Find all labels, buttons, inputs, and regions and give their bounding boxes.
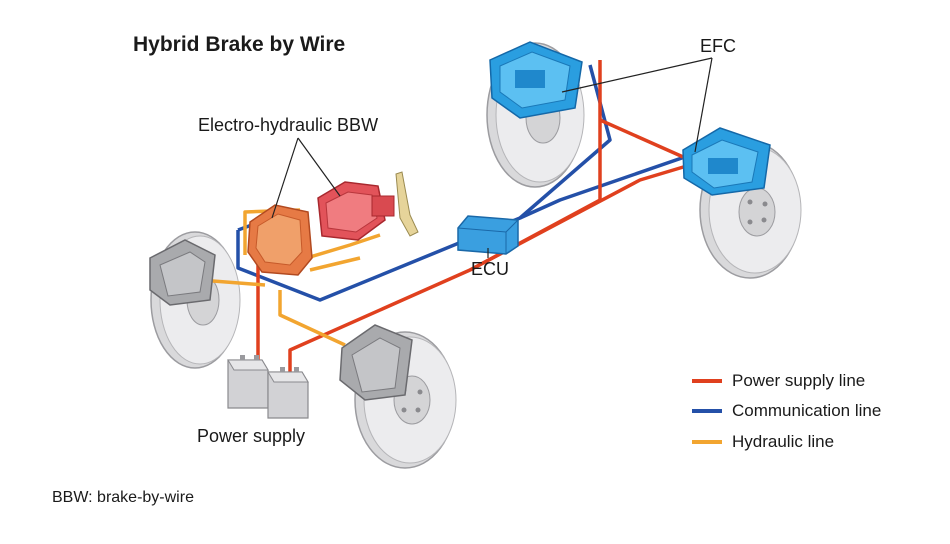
ecu-box [457, 215, 519, 255]
power-supply-label: Power supply [197, 426, 306, 446]
callout-lines [271, 57, 713, 258]
battery-2 [267, 367, 309, 419]
legend-item-power-supply: Power supply line [692, 370, 865, 392]
efc-caliper-rear [489, 41, 583, 119]
legend-label: Hydraulic line [732, 432, 835, 451]
legend-label: Communication line [732, 401, 882, 420]
efc-label: EFC [700, 36, 736, 56]
power-supply-line-swatch [692, 379, 722, 383]
communication-line-swatch [692, 409, 722, 413]
efc-caliper-front [682, 127, 771, 196]
electro-hydraulic-bbw-unit [247, 171, 419, 276]
front-left-caliper [339, 324, 413, 401]
battery-1 [227, 355, 269, 409]
ecu-label: ECU [471, 259, 510, 279]
legend-item-communication: Communication line [692, 400, 881, 422]
rear-left-caliper [149, 239, 216, 306]
footnote: BBW: brake-by-wire [52, 489, 194, 506]
diagram-title: Hybrid Brake by Wire [133, 33, 346, 56]
legend-item-hydraulic: Hydraulic line [692, 431, 834, 453]
hydraulic-line-swatch [692, 440, 722, 444]
bbw-label: Electro-hydraulic BBW [198, 115, 379, 135]
legend-label: Power supply line [732, 371, 866, 390]
